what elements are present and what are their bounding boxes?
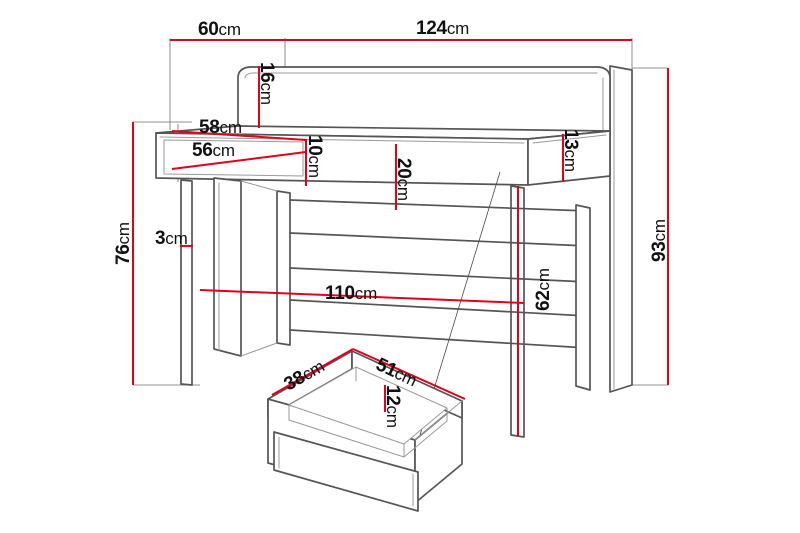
desk-top-box-right-side (527, 130, 611, 186)
dim-label-12: 12cm (382, 385, 403, 428)
desk-left-front-leg (180, 179, 193, 386)
dim-label-20: 20cm (393, 158, 414, 201)
dim-label-76: 76cm (113, 222, 134, 265)
desk-drawer-front (163, 139, 304, 177)
dimline-110 (199, 289, 525, 304)
dim-label-110: 110cm (325, 283, 378, 304)
dimline-58 (171, 130, 307, 141)
dim-label-124: 124cm (416, 18, 470, 39)
dim-label-16: 16cm (256, 62, 277, 105)
dim-label-56: 56cm (192, 140, 235, 161)
dimline-51 (352, 348, 466, 400)
dim-label-58: 58cm (199, 117, 242, 138)
dim-label-13: 13cm (560, 129, 581, 172)
desk-left-side-panel (213, 177, 242, 357)
dimline-38 (271, 348, 354, 396)
desk-center-divider-panel (276, 190, 291, 346)
dimension-lines (132, 39, 669, 436)
desk-right-back-post (575, 204, 591, 391)
desk-back-rails (289, 199, 589, 349)
dim-label-60: 60cm (198, 19, 241, 40)
drawer-back-outer (351, 350, 463, 419)
dim-label-93: 93cm (649, 219, 670, 262)
dim-label-3: 3cm (155, 228, 188, 249)
drawer-assembly (267, 350, 463, 512)
desk-right-back-panel (609, 65, 633, 393)
desk-assembly (155, 65, 633, 438)
dimline-56 (171, 151, 307, 170)
dim-label-10: 10cm (304, 135, 325, 178)
desk-back-riser (237, 66, 611, 136)
drawer-front-face (273, 431, 419, 512)
dim-label-62: 62cm (533, 268, 554, 311)
